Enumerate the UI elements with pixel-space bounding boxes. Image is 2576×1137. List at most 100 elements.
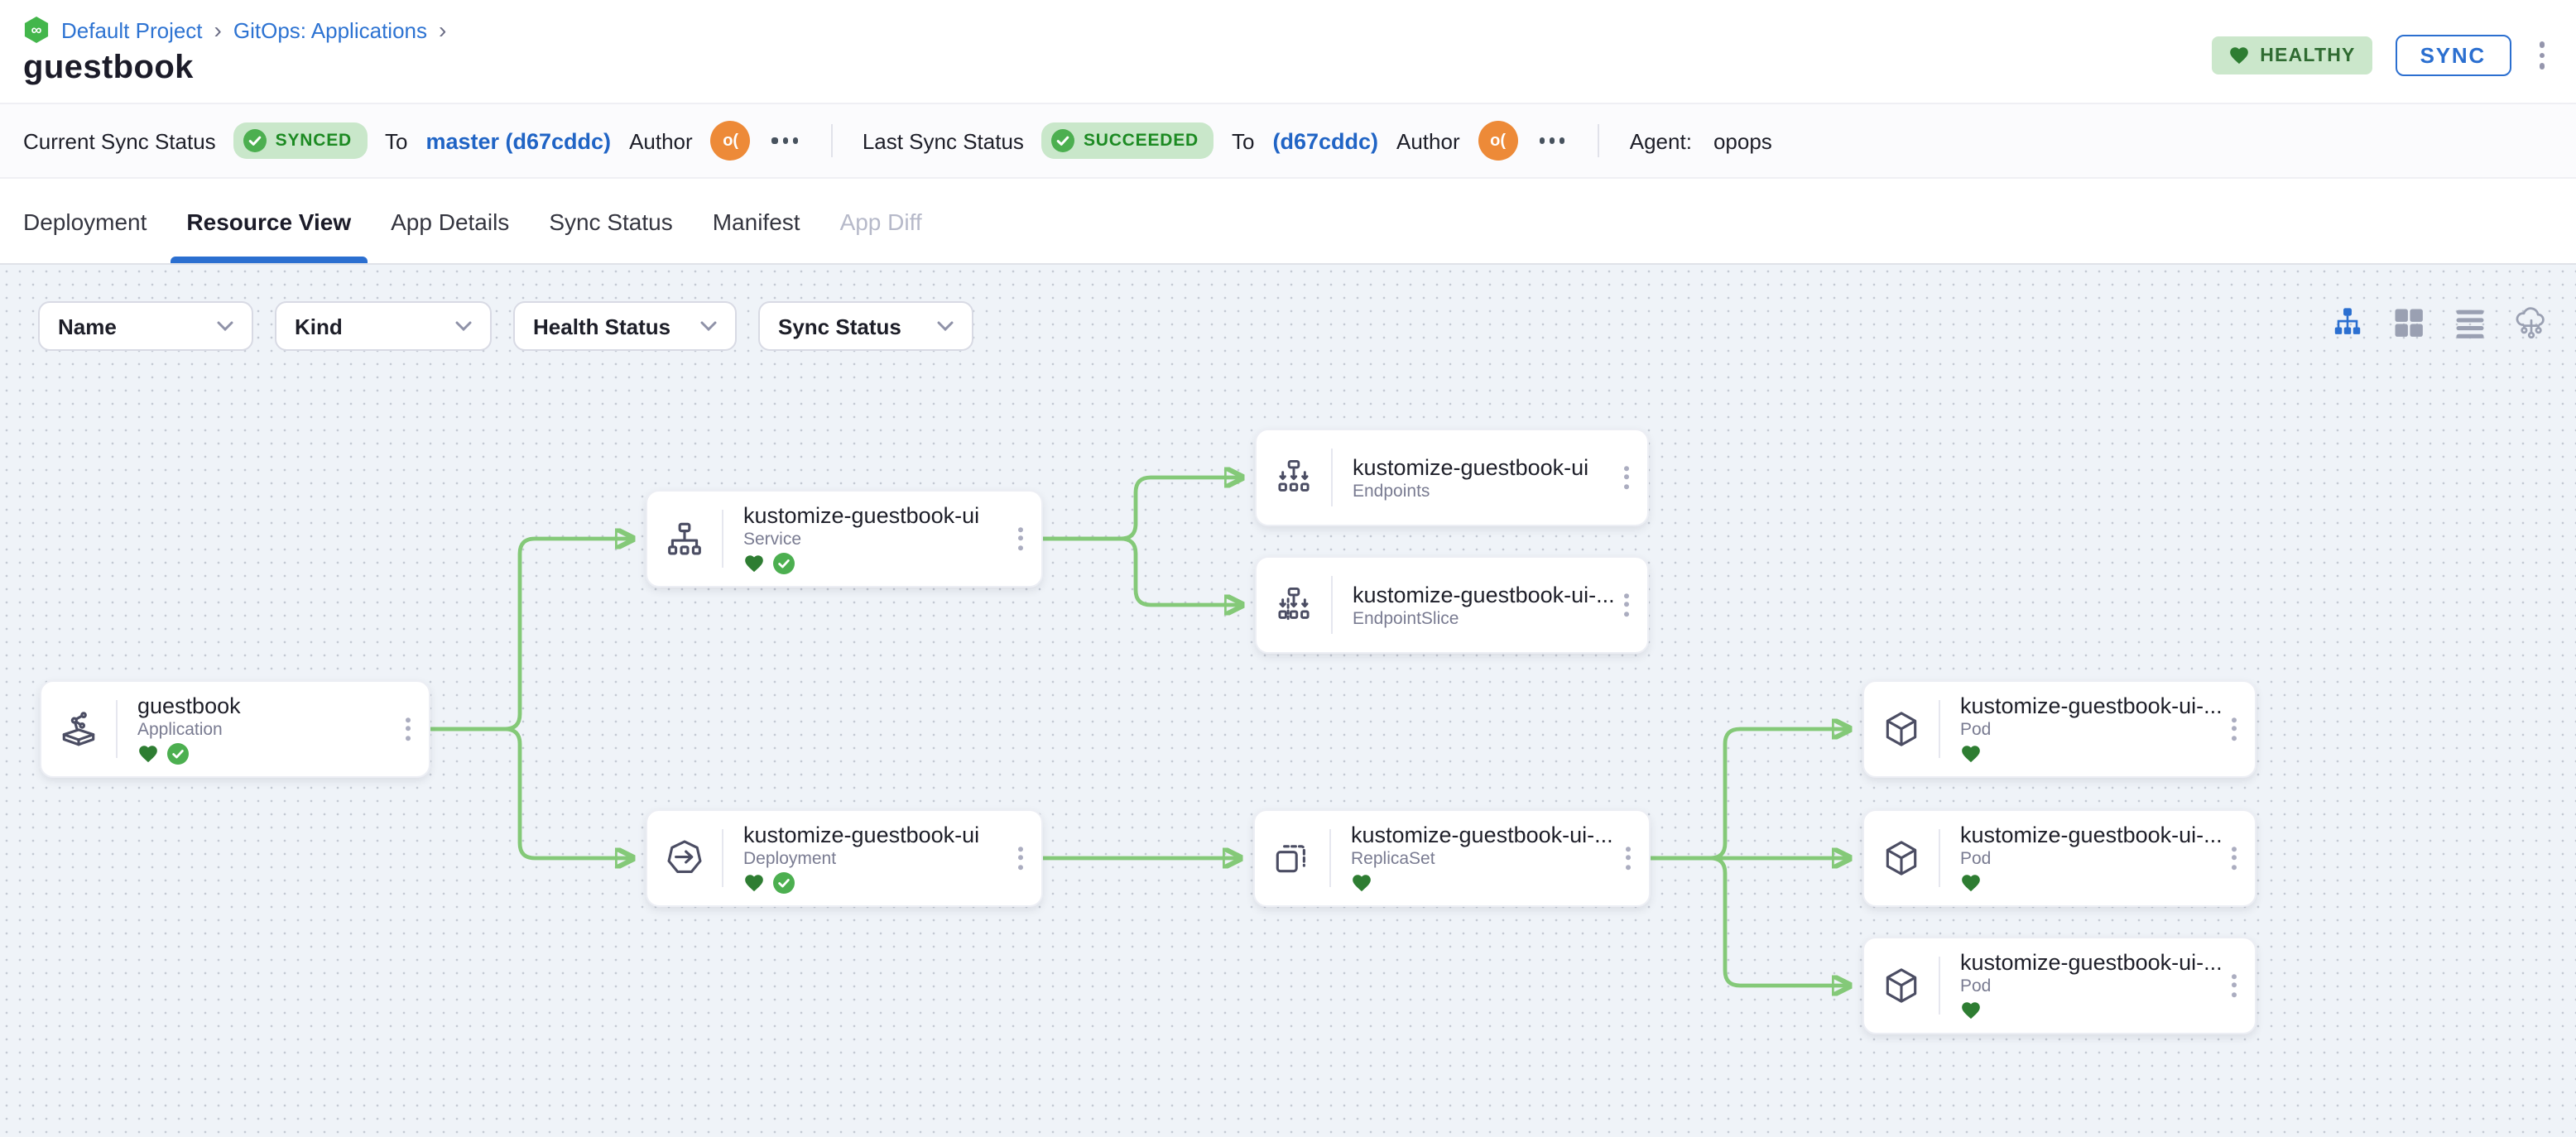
divider: [1329, 829, 1331, 887]
divider: [1331, 576, 1333, 634]
resource-node-rs[interactable]: kustomize-guestbook-ui-... ReplicaSet: [1253, 809, 1651, 907]
divider: [116, 700, 118, 758]
tab-app-diff: App Diff: [839, 208, 922, 234]
tab-app-details[interactable]: App Details: [391, 208, 510, 234]
page-title: guestbook: [23, 50, 194, 86]
divider: [722, 829, 723, 887]
resource-node-svc[interactable]: kustomize-guestbook-ui Service: [646, 490, 1043, 588]
node-menu-button[interactable]: [2227, 841, 2242, 876]
pod-icon: [1881, 708, 1922, 750]
node-menu-button[interactable]: [1013, 841, 1028, 876]
agent-value: opops: [1713, 128, 1772, 153]
resource-name: kustomize-guestbook-ui: [743, 822, 980, 847]
filter-kind-dropdown[interactable]: Kind: [275, 301, 492, 351]
resource-node-dep[interactable]: kustomize-guestbook-ui Deployment: [646, 809, 1043, 907]
health-heart-icon: [743, 553, 765, 574]
list-view-icon[interactable]: [2452, 305, 2488, 341]
node-menu-button[interactable]: [1013, 521, 1028, 556]
sync-button[interactable]: SYNC: [2395, 35, 2511, 76]
heart-icon: [2228, 45, 2250, 66]
application-icon: [58, 708, 99, 750]
tab-sync-status[interactable]: Sync Status: [549, 208, 673, 234]
resource-name: kustomize-guestbook-ui-...: [1351, 822, 1613, 847]
breadcrumb-project-link[interactable]: Default Project: [61, 17, 203, 42]
tree-view-icon[interactable]: [2329, 305, 2366, 341]
resource-kind: Deployment: [743, 848, 837, 868]
endpointslice-icon: [1273, 584, 1314, 626]
health-heart-icon: [743, 872, 765, 894]
resource-kind: Service: [743, 529, 802, 549]
node-menu-button[interactable]: [1621, 841, 1636, 876]
check-circle-icon: [244, 129, 267, 152]
divider: [1939, 957, 1940, 1015]
grid-view-icon[interactable]: [2391, 305, 2427, 341]
tab-manifest[interactable]: Manifest: [712, 208, 800, 234]
resource-node-pod3[interactable]: kustomize-guestbook-ui-... Pod: [1862, 937, 2256, 1034]
resource-node-app[interactable]: guestbook Application: [40, 680, 430, 778]
app-menu-button[interactable]: [2534, 37, 2550, 74]
resource-node-eps[interactable]: kustomize-guestbook-ui-... EndpointSlice: [1255, 556, 1649, 654]
chevron-down-icon: [937, 321, 954, 331]
health-status-badge: HEALTHY: [2212, 36, 2372, 74]
filter-label: Sync Status: [778, 314, 901, 338]
resource-kind: EndpointSlice: [1353, 608, 1459, 628]
resource-kind: Application: [137, 719, 223, 739]
current-revision-link[interactable]: master (d67cddc): [425, 128, 612, 153]
succeeded-badge: SUCCEEDED: [1041, 122, 1214, 159]
pod-icon: [1881, 837, 1922, 879]
endpoints-icon: [1273, 457, 1314, 498]
agent-label: Agent:: [1629, 128, 1692, 153]
node-menu-button[interactable]: [401, 712, 416, 746]
filter-name-dropdown[interactable]: Name: [38, 301, 253, 351]
commit-message-expand-button[interactable]: [769, 135, 801, 146]
resource-node-ep[interactable]: kustomize-guestbook-ui Endpoints: [1255, 429, 1649, 526]
network-view-icon[interactable]: [2513, 305, 2550, 341]
filter-sync-status-dropdown[interactable]: Sync Status: [758, 301, 973, 351]
current-sync-status-label: Current Sync Status: [23, 128, 216, 153]
node-menu-button[interactable]: [1619, 588, 1634, 622]
divider: [1598, 124, 1600, 157]
breadcrumb-applications-link[interactable]: GitOps: Applications: [233, 17, 427, 42]
health-heart-icon: [137, 743, 159, 765]
tab-resource-view[interactable]: Resource View: [166, 179, 371, 263]
breadcrumb: ∞ Default Project › GitOps: Applications…: [23, 17, 2550, 43]
check-circle-icon: [1052, 129, 1075, 152]
deployment-icon: [664, 837, 705, 879]
health-badge-label: HEALTHY: [2260, 46, 2356, 65]
resource-status-row: [1960, 871, 2222, 895]
author-avatar[interactable]: o(: [1478, 121, 1518, 161]
to-label: To: [385, 128, 408, 153]
last-sync-status-label: Last Sync Status: [862, 128, 1024, 153]
filter-label: Kind: [295, 314, 343, 338]
chevron-down-icon: [217, 321, 233, 331]
resource-status-row: [1960, 999, 2222, 1022]
divider: [830, 124, 833, 157]
project-logo-icon: ∞: [24, 17, 49, 43]
filter-health-status-dropdown[interactable]: Health Status: [513, 301, 737, 351]
node-menu-button[interactable]: [2227, 712, 2242, 746]
resource-kind: Pod: [1960, 719, 1992, 739]
node-menu-button[interactable]: [2227, 968, 2242, 1003]
tab-deployment[interactable]: Deployment: [23, 208, 147, 234]
resource-kind: Pod: [1960, 848, 1992, 868]
chevron-down-icon: [455, 321, 472, 331]
resource-node-pod2[interactable]: kustomize-guestbook-ui-... Pod: [1862, 809, 2256, 907]
resource-name: kustomize-guestbook-ui-...: [1960, 693, 2222, 717]
resource-kind: ReplicaSet: [1351, 848, 1435, 868]
resource-node-pod1[interactable]: kustomize-guestbook-ui-... Pod: [1862, 680, 2256, 778]
sync-check-icon: [773, 553, 795, 574]
filter-bar: Name Kind Health Status Sync Status: [38, 301, 973, 351]
resource-status-row: [137, 742, 396, 765]
commit-message-expand-button[interactable]: [1536, 135, 1569, 146]
resource-status-row: [743, 871, 1008, 895]
resource-status-row: [1960, 742, 2222, 765]
node-menu-button[interactable]: [1619, 460, 1634, 495]
author-avatar[interactable]: o(: [710, 121, 751, 161]
resource-tree-canvas[interactable]: Name Kind Health Status Sync Status: [0, 265, 2576, 1137]
page-header: ∞ Default Project › GitOps: Applications…: [0, 0, 2576, 103]
last-revision-link[interactable]: (d67cddc): [1272, 128, 1378, 153]
resource-name: guestbook: [137, 693, 241, 717]
filter-label: Health Status: [533, 314, 671, 338]
breadcrumb-separator: ›: [214, 17, 222, 43]
resource-status-row: [1351, 871, 1616, 895]
